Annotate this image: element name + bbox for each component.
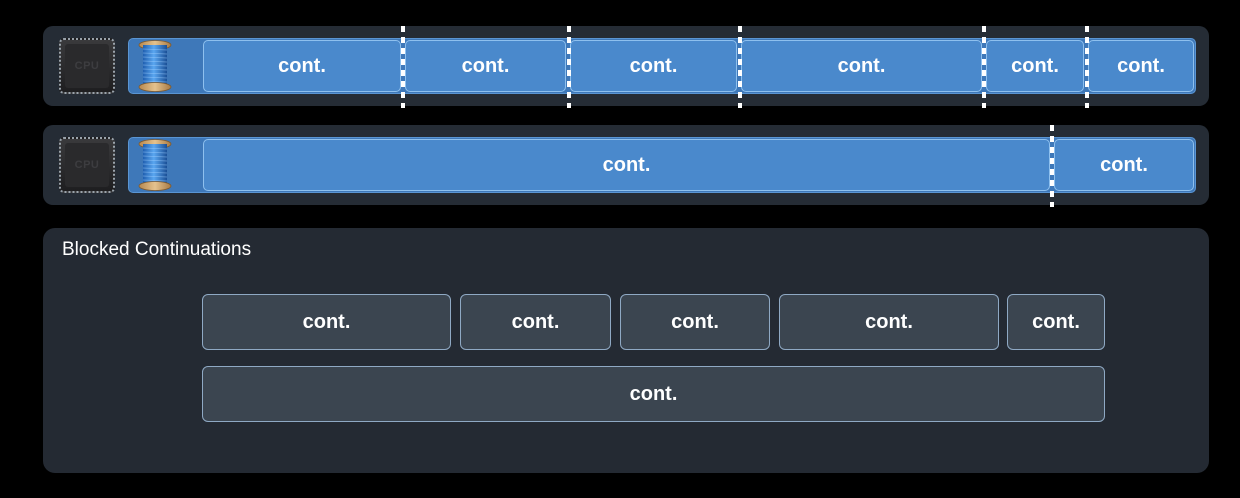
continuation: cont. xyxy=(405,40,566,92)
blocked-continuation: cont. xyxy=(779,294,999,350)
cpu-label: CPU xyxy=(65,143,109,187)
blocked-continuation: cont. xyxy=(460,294,611,350)
context-switch-marker xyxy=(401,26,405,108)
continuation: cont. xyxy=(203,40,401,92)
blocked-continuation: cont. xyxy=(202,366,1105,422)
continuation: cont. xyxy=(203,139,1050,191)
thread-spool-icon xyxy=(138,40,172,92)
context-switch-marker xyxy=(1085,26,1089,108)
context-switch-marker xyxy=(738,26,742,108)
blocked-continuations-title: Blocked Continuations xyxy=(62,239,252,260)
cpu-chip-icon: CPU xyxy=(59,38,115,94)
context-switch-marker xyxy=(567,26,571,108)
continuation: cont. xyxy=(986,40,1084,92)
blocked-continuations-panel: Blocked Continuations xyxy=(43,228,1209,473)
continuation: cont. xyxy=(570,40,737,92)
blocked-continuation: cont. xyxy=(620,294,770,350)
continuation: cont. xyxy=(1054,139,1194,191)
context-switch-marker xyxy=(1050,125,1054,207)
blocked-continuation: cont. xyxy=(1007,294,1105,350)
continuation: cont. xyxy=(1088,40,1194,92)
thread-spool-icon xyxy=(138,139,172,191)
cpu-chip-icon: CPU xyxy=(59,137,115,193)
blocked-continuation: cont. xyxy=(202,294,451,350)
context-switch-marker xyxy=(982,26,986,108)
continuation: cont. xyxy=(741,40,982,92)
cpu-label: CPU xyxy=(65,44,109,88)
